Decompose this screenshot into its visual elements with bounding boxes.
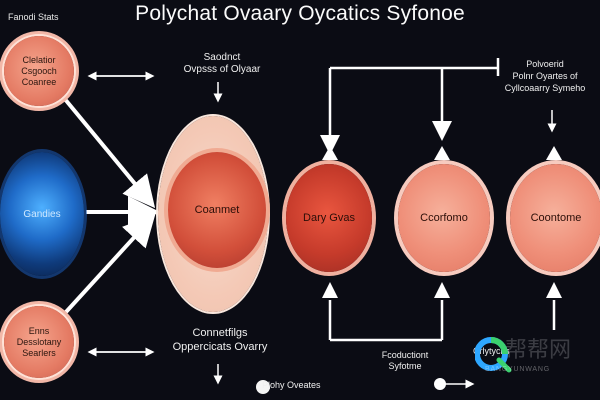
circle-right-2: Ccorfomo <box>398 164 490 272</box>
watermark-text: 帮帮网 <box>505 337 572 362</box>
bottom-left-node <box>256 380 270 394</box>
label-bottom-middle: Connetfilgs Oppercicats Ovarry <box>172 327 268 353</box>
label-bottom-left: Plohy Oveates <box>262 380 321 390</box>
top-bracket <box>320 58 500 155</box>
label-bottom-right: Crlytycits <box>473 346 510 356</box>
circle-bottom-left: Enns Desslotany Searlers <box>4 306 74 378</box>
circle-middle-left: Gandies <box>0 152 84 276</box>
label-top-right: Polvoerid Polnr Oyartes of Cyllcoaarry S… <box>504 59 586 93</box>
arrowheads-top <box>322 146 562 160</box>
arrowheads-bottom <box>322 282 562 298</box>
watermark-logo <box>475 337 512 373</box>
small-down-arrows <box>213 82 557 385</box>
bottom-bracket <box>328 300 556 342</box>
label-top-middle: Saodnct Ovpsss of Olyaar <box>183 52 261 75</box>
circle-right-3: Coontome <box>510 164 600 272</box>
converging-arrows <box>62 96 160 314</box>
watermark-subtext: BANGYUNWANG <box>485 366 550 373</box>
bottom-right-node <box>434 378 446 390</box>
corner-label: Fanodi Stats <box>8 12 59 22</box>
diagram-title: Polychat Ovaary Oycatics Syfonoe <box>135 2 465 25</box>
center-oval-inner: Coanmet <box>168 152 266 268</box>
label-bottom-center: Fcoductiont Syfotme <box>381 350 429 371</box>
circle-top-left: Clelatior Csgooch Coanree <box>4 36 74 106</box>
circle-right-1: Dary Gvas <box>286 164 372 272</box>
